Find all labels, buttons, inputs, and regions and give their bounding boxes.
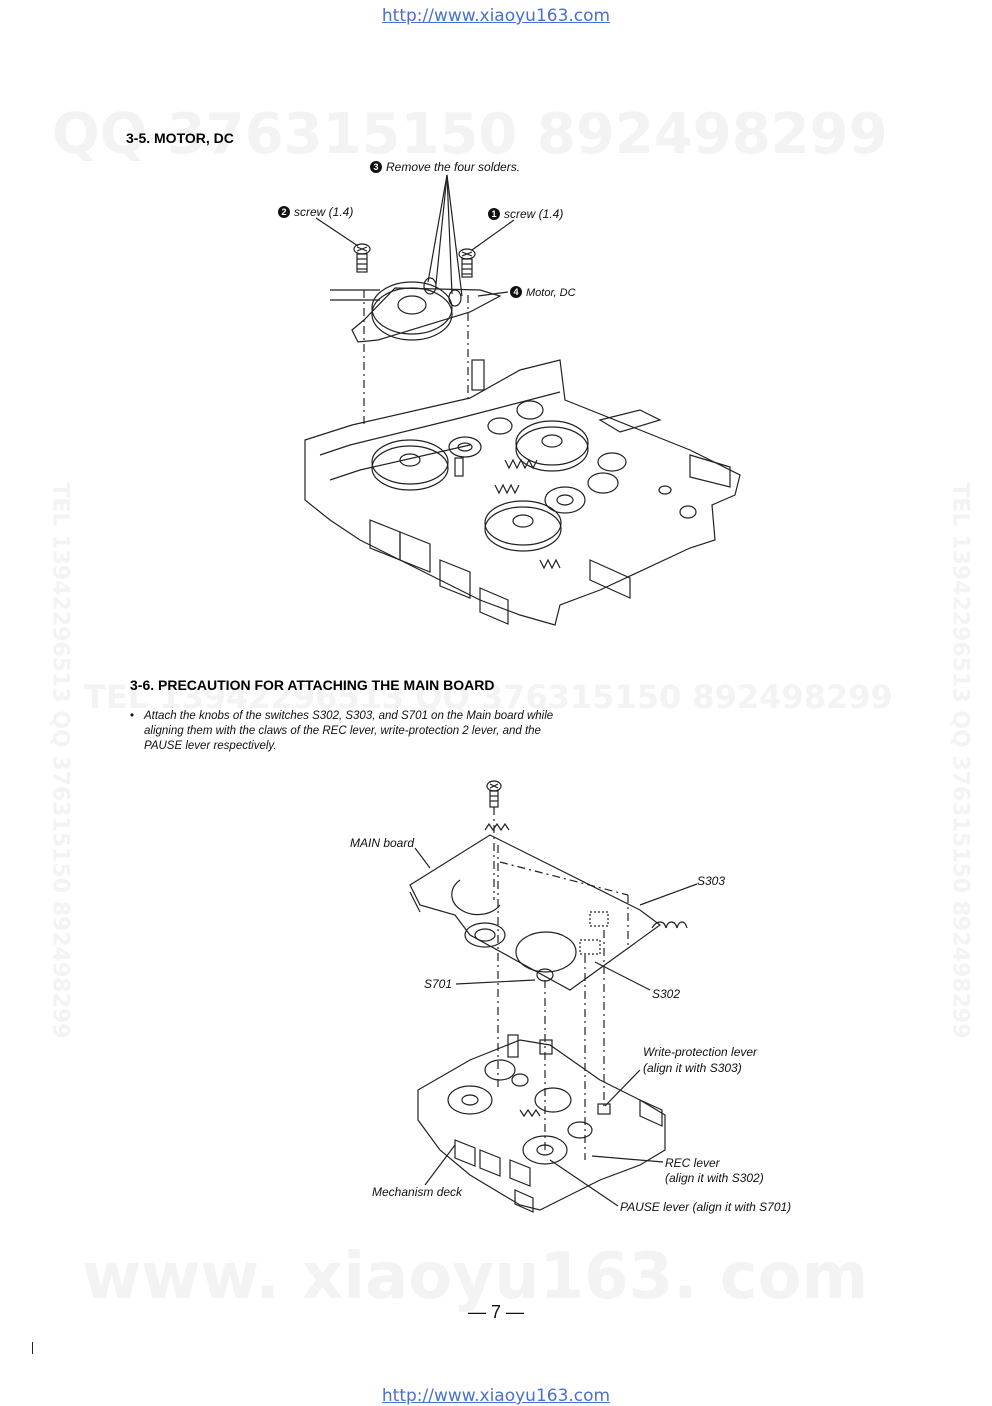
label-s303: S303: [697, 874, 726, 888]
bullet-text: Attach the knobs of the switches S302, S…: [144, 710, 554, 752]
header-url[interactable]: http://www.xiaoyu163.com: [381, 6, 611, 26]
label-s302: S302: [652, 987, 681, 1001]
label-rec-lever-2: (align it with S302): [665, 1171, 764, 1185]
watermark-side-right: TEL 13942296513 QQ 376315150 892498299: [947, 482, 973, 1039]
label-main-board: MAIN board: [350, 836, 415, 850]
label-rec-lever-1: REC lever: [665, 1156, 720, 1170]
watermark-middle: TEL 13942296513 QQ 376315150 892498299: [84, 678, 893, 716]
page-number: — 7 —: [467, 1302, 524, 1322]
section-3-6-title: 3-6. PRECAUTION FOR ATTACHING THE MAIN B…: [130, 677, 495, 693]
bullet-icon: •: [130, 710, 135, 722]
watermark-side-left: TEL 13942296513 QQ 376315150 892498299: [47, 482, 73, 1039]
margin-mark: [32, 1342, 33, 1354]
footer-url[interactable]: http://www.xiaoyu163.com: [381, 1386, 611, 1406]
label-wp-lever-2: (align it with S303): [643, 1061, 742, 1075]
watermark-bottom: www. xiaoyu163. com: [82, 1240, 869, 1314]
label-mechanism-deck: Mechanism deck: [372, 1185, 463, 1199]
watermark-top: QQ 376315150 892498299: [52, 102, 888, 167]
label-s701: S701: [424, 977, 453, 991]
bullet-instruction: • Attach the knobs of the switches S302,…: [130, 709, 570, 754]
label-wp-lever-1: Write-protection lever: [643, 1045, 758, 1059]
label-pause-lever: PAUSE lever (align it with S701): [620, 1200, 792, 1214]
section-3-5-title: 3-5. MOTOR, DC: [126, 130, 234, 146]
